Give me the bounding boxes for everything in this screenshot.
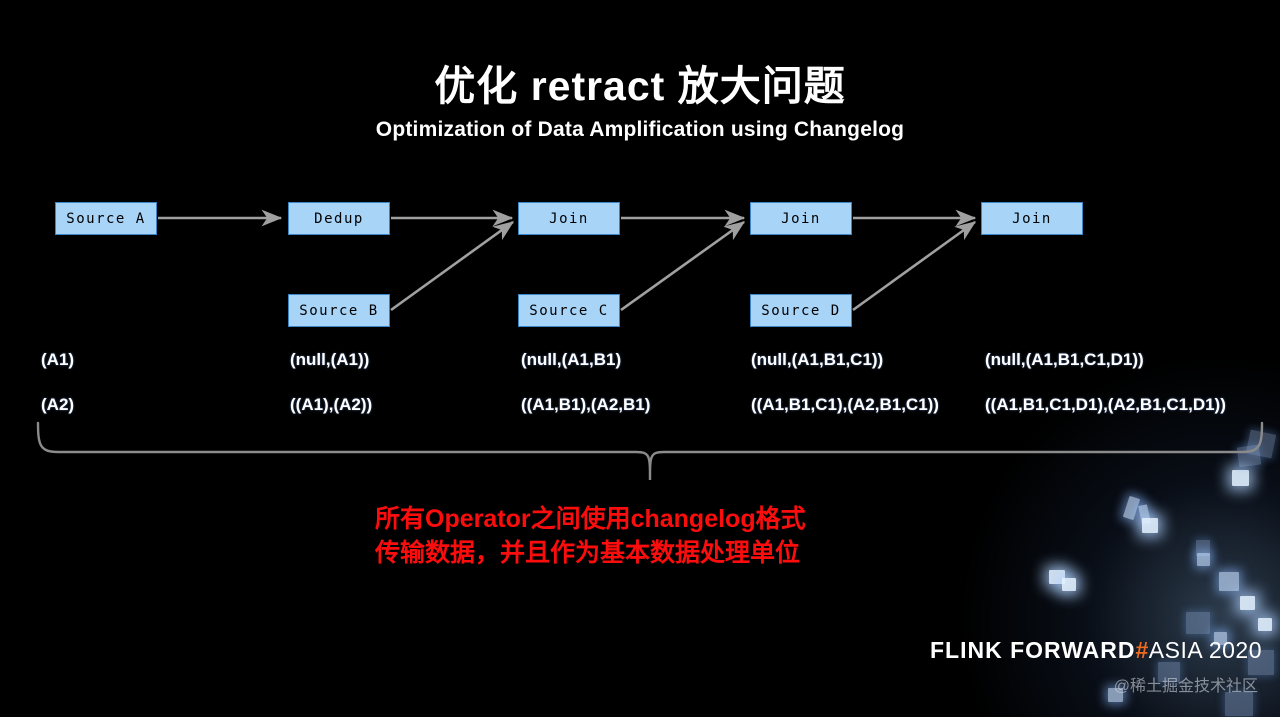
brand-asia-year: ASIA 2020: [1148, 637, 1262, 663]
node-source-b[interactable]: Source B: [288, 294, 390, 327]
node-join-3[interactable]: Join: [981, 202, 1083, 235]
glow-cube: [1232, 470, 1249, 486]
data-cell-row1-col3: (null,(A1,B1): [521, 350, 622, 369]
page-title: 优化 retract 放大问题: [434, 63, 846, 109]
glow-cube: [1062, 578, 1076, 591]
data-cell-row1-col1: (A1): [41, 350, 75, 369]
callout-line-1: 所有Operator之间使用changelog格式: [375, 505, 806, 533]
node-source-d[interactable]: Source D: [750, 294, 852, 327]
node-join-1[interactable]: Join: [518, 202, 620, 235]
glow-cube: [1142, 518, 1158, 533]
node-label: Join: [781, 210, 821, 227]
data-cell-row2-col1: (A2): [41, 395, 75, 414]
data-cell-row2-col5: ((A1,B1,C1,D1),(A2,B1,C1,D1)): [985, 395, 1226, 414]
edge-source-b-join1: [390, 220, 515, 312]
node-dedup[interactable]: Dedup: [288, 202, 390, 235]
data-cell-row1-col4: (null,(A1,B1,C1)): [751, 350, 884, 369]
node-label: Source A: [66, 210, 146, 227]
glow-cube: [1219, 572, 1239, 591]
glow-cube: [1258, 618, 1272, 631]
brand-flink-forward: FLINK FORWARD: [929, 637, 1136, 663]
node-source-c[interactable]: Source C: [518, 294, 620, 327]
callout-note: 所有Operator之间使用changelog格式 传输数据，并且作为基本数据处…: [375, 502, 806, 570]
hash-icon: #: [1135, 637, 1149, 663]
node-join-2[interactable]: Join: [750, 202, 852, 235]
glow-cube: [1138, 504, 1151, 525]
brand-logo: FLINK FORWARD#ASIA 2020: [930, 637, 1262, 664]
glow-cube: [1049, 570, 1065, 584]
glow-cube: [1236, 444, 1262, 468]
edge-source-c-join2: [620, 220, 746, 312]
data-cell-row2-col2: ((A1),(A2)): [290, 395, 373, 414]
watermark: @稀土掘金技术社区: [1113, 678, 1258, 695]
node-label: Source B: [299, 302, 379, 319]
node-label: Dedup: [314, 210, 364, 227]
glow-cube: [1245, 429, 1277, 459]
node-source-a[interactable]: Source A: [55, 202, 157, 235]
summary-brace: [36, 421, 1264, 481]
node-label: Join: [1012, 210, 1052, 227]
glow-cube: [1196, 540, 1210, 556]
page-subtitle: Optimization of Data Amplification using…: [375, 118, 905, 141]
node-label: Source C: [529, 302, 609, 319]
glow-cube: [1197, 553, 1210, 566]
glow-cube: [1122, 495, 1141, 521]
glow-cube: [1240, 596, 1255, 610]
callout-line-2: 传输数据，并且作为基本数据处理单位: [375, 539, 801, 567]
data-cell-row2-col3: ((A1,B1),(A2,B1): [521, 395, 651, 414]
edge-source-d-join3: [852, 220, 977, 312]
glow-cube: [1186, 612, 1210, 634]
data-cell-row1-col5: (null,(A1,B1,C1,D1)): [985, 350, 1144, 369]
data-cell-row2-col4: ((A1,B1,C1),(A2,B1,C1)): [751, 395, 939, 414]
data-cell-row1-col2: (null,(A1)): [290, 350, 370, 369]
node-label: Source D: [761, 302, 841, 319]
node-label: Join: [549, 210, 589, 227]
